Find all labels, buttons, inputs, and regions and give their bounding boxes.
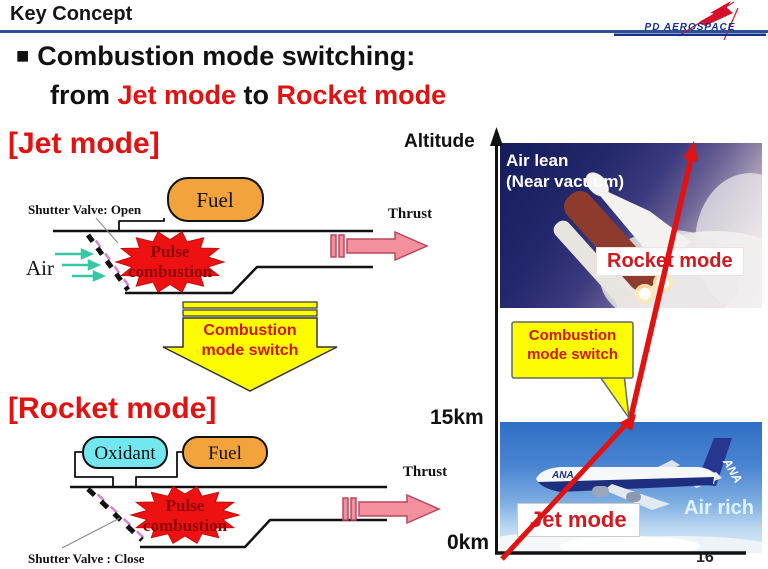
jet-engine-bottom-line	[125, 265, 373, 295]
jet-fuel-tank	[167, 177, 264, 222]
mode-switch-arrow: Combustion mode switch	[162, 301, 338, 392]
rocket-shutter-valve-pink	[90, 487, 146, 540]
rocket-mode-badge: Rocket mode	[596, 247, 744, 276]
switch-arrow-label-2: mode switch	[202, 342, 299, 359]
switch-arrow-strip1	[182, 301, 318, 309]
logo-arrow-icon	[710, 1, 731, 15]
jet-pulse-label-2: combustion	[128, 262, 213, 281]
booster	[553, 220, 633, 307]
jet-engine-diagram: Fuel Shutter Valve: Open Air Pulse combu…	[26, 177, 432, 295]
altitude-axis-label: Altitude	[404, 131, 475, 152]
rocket-thrust-label: Thrust	[403, 464, 447, 480]
jet-shutter-valve-open-pink	[89, 233, 133, 290]
jet-fuel-label: Fuel	[196, 188, 234, 212]
orbiter-nose	[585, 172, 609, 197]
rocket-fuel-label: Fuel	[208, 443, 242, 464]
air-lean-label: Air lean (Near vacuum)	[506, 150, 624, 192]
header-rule	[0, 30, 768, 33]
rocket-shutter-valve-close-dashes	[86, 487, 144, 542]
logo-underline	[614, 33, 766, 36]
title-to: to	[236, 80, 277, 110]
rocket-pulse-label-2: combustion	[143, 516, 228, 535]
rocket-engine-bottom-line	[140, 518, 387, 549]
slide-header-title: Key Concept	[10, 3, 133, 25]
switch-arrow-label-1: Combustion	[203, 322, 296, 339]
air-lean-line2: (Near vacuum)	[506, 172, 625, 191]
jet-thrust-arrow	[330, 230, 429, 262]
axis-tick-15km: 15km	[430, 406, 484, 429]
title-from: from	[50, 80, 118, 110]
rocket-shutter-pointer-line	[61, 517, 121, 549]
rocket-shutter-valve-label: Shutter Valve : Close	[28, 551, 145, 566]
rocket-thrust-arrow	[342, 493, 441, 525]
rocket-pulse-label-1: Pulse	[166, 496, 205, 515]
jet-thrust-label: Thrust	[388, 206, 432, 222]
switch-arrow-body	[162, 317, 338, 392]
combustion-switch-callout: Combustion mode switch	[512, 326, 633, 364]
logo-text: PD AEROSPACE	[645, 22, 736, 33]
jet-fuel-connector	[118, 218, 165, 231]
jet-shutter-valve-open-dashes	[85, 233, 131, 292]
callout-tail	[596, 373, 630, 419]
rocket-fuel-tank	[182, 436, 268, 469]
rocket-fuel-connector	[135, 451, 183, 487]
rocket-engine-diagram: Oxidant Fuel Shutter Valve : Close Pulse…	[28, 436, 447, 566]
rocket-mode-heading: [Rocket mode]	[8, 392, 217, 425]
title-rocket-mode: Rocket mode	[276, 80, 447, 110]
rocket-pulse-combustion-starburst	[129, 485, 241, 545]
jet-shutter-pointer-line	[95, 217, 119, 244]
air-flow-arrows	[55, 248, 107, 282]
callout-line2: mode switch	[527, 346, 618, 363]
jet-air-label: Air	[26, 256, 54, 280]
fuselage-logo: ANA	[551, 470, 574, 481]
jet-mode-badge: Jet mode	[517, 503, 640, 537]
air-lean-line1: Air lean	[506, 151, 569, 170]
switch-arrow-strip2	[182, 309, 318, 317]
logo-graphic: PD AEROSPACE	[614, 1, 766, 40]
rocket-oxidant-label: Oxidant	[94, 443, 156, 464]
jet-shutter-valve-label: Shutter Valve: Open	[28, 202, 142, 217]
rocket-oxidant-connector	[74, 451, 114, 487]
axis-tick-0km: 0km	[447, 531, 490, 554]
logo-arrow-icon2	[699, 7, 733, 26]
callout-line1: Combustion	[528, 327, 617, 344]
main-title-line1: ■ Combustion mode switching:	[16, 41, 415, 72]
jet-pulse-combustion-starburst	[114, 231, 226, 293]
jet-pulse-label-1: Pulse	[151, 242, 190, 261]
engine-nacelle2	[626, 492, 641, 502]
main-title-text: Combustion mode switching:	[37, 41, 416, 71]
title-jet-mode: Jet mode	[117, 80, 237, 110]
air-rich-label: Air rich	[684, 497, 755, 519]
title-bullet: ■	[16, 43, 30, 68]
rocket-oxidant-tank	[82, 436, 168, 469]
company-logo: PD AEROSPACE	[614, 0, 766, 40]
jet-mode-heading: [Jet mode]	[8, 127, 160, 160]
engine-nacelle	[592, 486, 609, 497]
main-title-line2: from Jet mode to Rocket mode	[50, 80, 446, 111]
